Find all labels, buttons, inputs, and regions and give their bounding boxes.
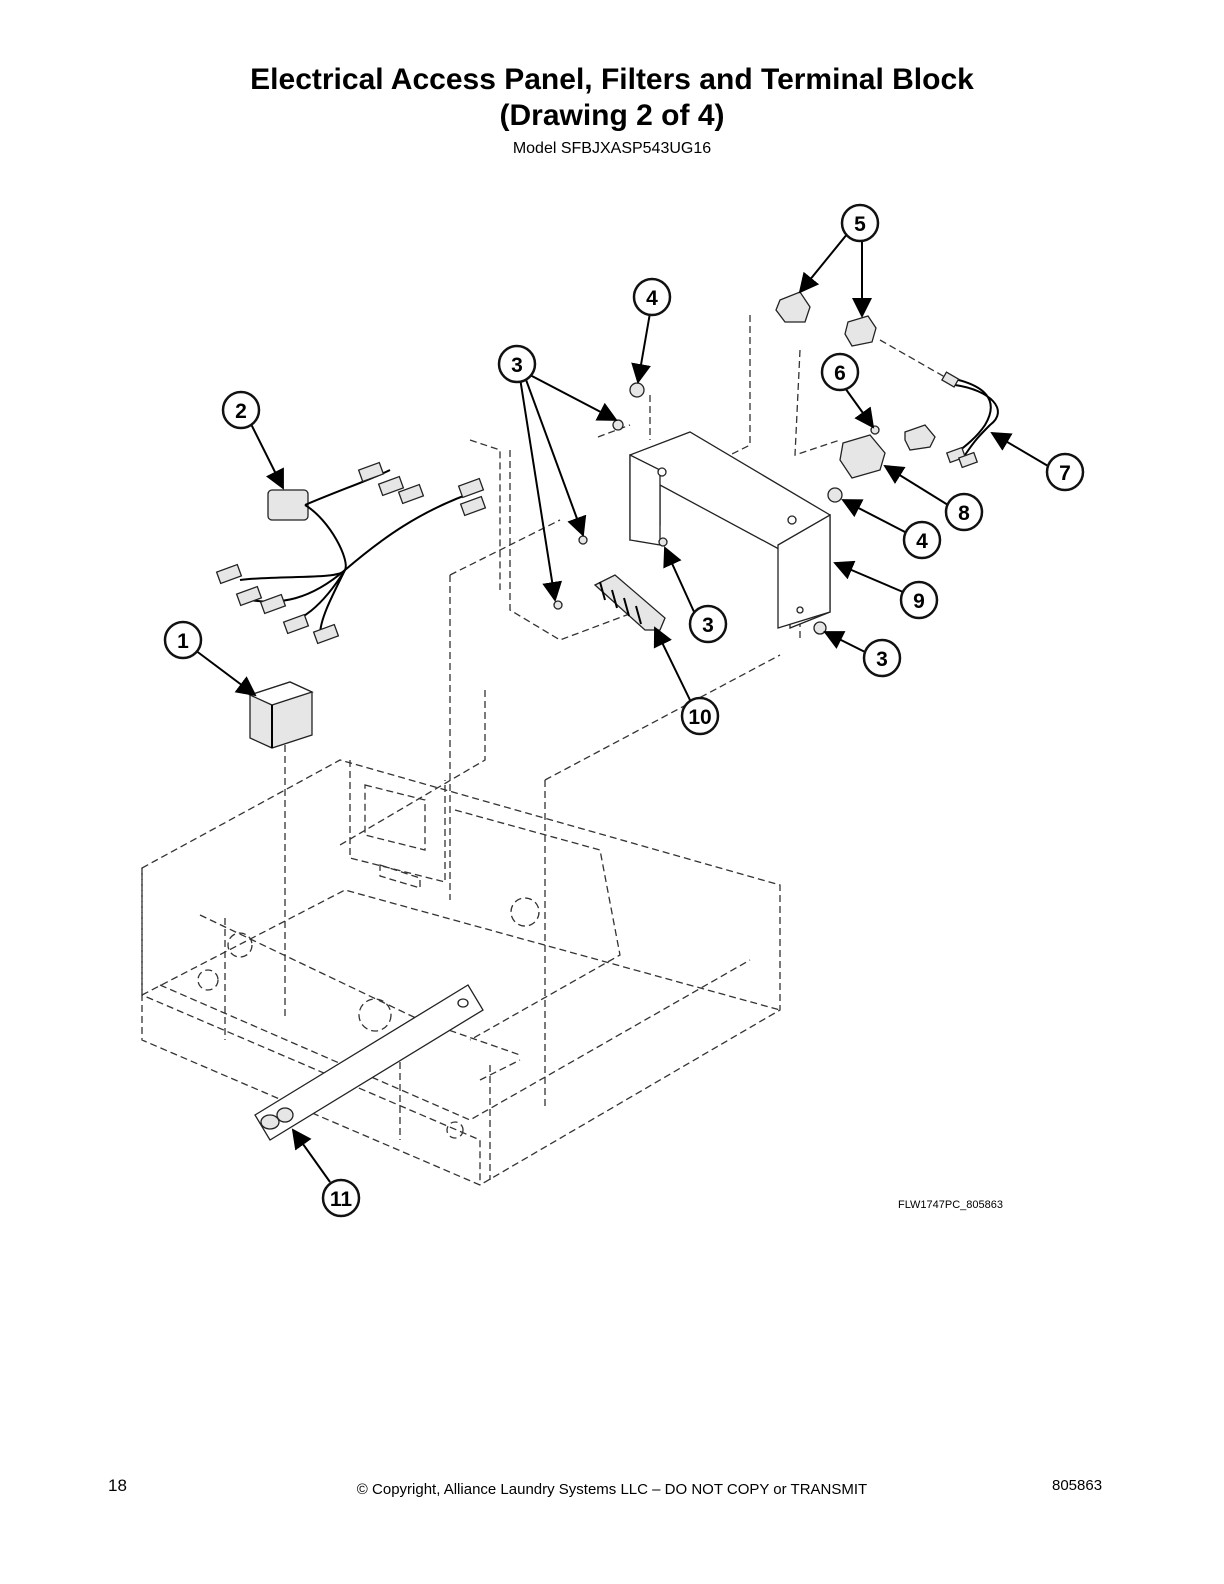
callout-6: 6 — [820, 352, 860, 392]
callout-3-mid: 3 — [688, 604, 728, 644]
svg-text:3: 3 — [702, 614, 714, 637]
svg-text:4: 4 — [916, 530, 928, 553]
callout-4-right: 4 — [902, 520, 942, 560]
svg-text:7: 7 — [1059, 462, 1071, 485]
machine-frame — [141, 759, 781, 1186]
filters — [775, 291, 936, 479]
svg-text:3: 3 — [876, 648, 888, 671]
svg-text:1: 1 — [177, 630, 189, 653]
callout-7: 7 — [1045, 452, 1085, 492]
svg-text:10: 10 — [688, 706, 711, 729]
svg-text:3: 3 — [511, 354, 523, 377]
page-number: 18 — [108, 1476, 127, 1495]
fasteners — [553, 382, 880, 635]
page-title-line1: Electrical Access Panel, Filters and Ter… — [250, 63, 974, 96]
svg-text:6: 6 — [834, 362, 846, 385]
callout-3-right: 3 — [862, 638, 902, 678]
model-subtitle: Model SFBJXASP543UG16 — [512, 140, 712, 157]
jumper-wire — [941, 371, 999, 469]
callout-10: 10 — [680, 696, 720, 736]
callout-5: 5 — [840, 203, 880, 243]
terminal-block — [593, 574, 666, 631]
leader-arrows — [194, 232, 1049, 1183]
grommet-detail — [254, 984, 484, 1141]
svg-text:11: 11 — [330, 1188, 353, 1211]
copyright-notice: © Copyright, Alliance Laundry Systems LL… — [356, 1481, 868, 1498]
callout-11: 11 — [321, 1178, 361, 1218]
callout-1: 1 — [163, 620, 203, 660]
contactor — [248, 681, 314, 749]
document-number: 805863 — [1052, 1477, 1103, 1494]
svg-text:2: 2 — [235, 400, 247, 423]
svg-text:8: 8 — [958, 502, 970, 525]
phantom-lines — [284, 315, 951, 1110]
callout-8: 8 — [944, 492, 984, 532]
svg-text:9: 9 — [913, 590, 925, 613]
svg-text:5: 5 — [854, 213, 866, 236]
svg-text:4: 4 — [646, 287, 658, 310]
callout-2: 2 — [221, 390, 261, 430]
electrical-panel-bracket — [629, 431, 831, 629]
callout-4-top: 4 — [632, 277, 672, 317]
callout-9: 9 — [899, 580, 939, 620]
wire-harness — [215, 461, 487, 645]
callout-3-top: 3 — [497, 344, 537, 384]
page-title-line2: (Drawing 2 of 4) — [499, 99, 725, 132]
drawing-reference-code: FLW1747PC_805863 — [898, 1199, 1003, 1211]
